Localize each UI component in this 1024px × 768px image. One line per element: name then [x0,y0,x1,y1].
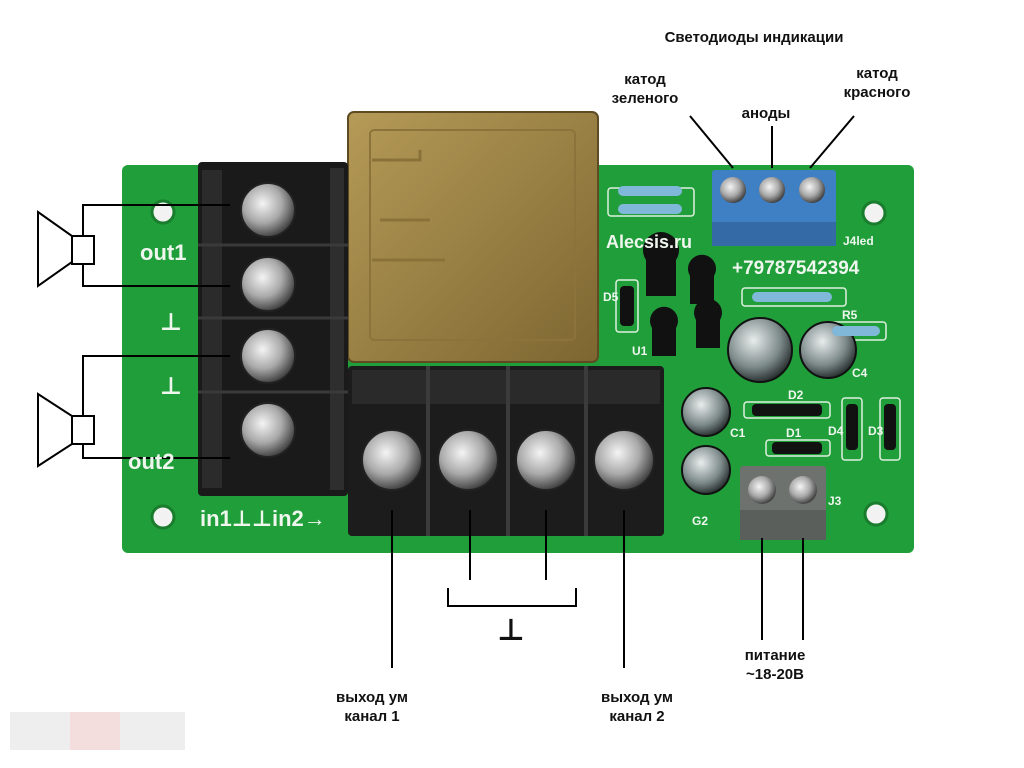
label-out2: out2 [128,449,175,474]
brand-label: Alecsis.ru [606,232,693,252]
blurred-watermark [10,712,185,750]
speaker-out1-icon [37,210,95,288]
power-screw-2[interactable] [789,476,817,504]
label-ground-1: ⊥ [160,309,182,336]
label-d2: D2 [788,388,804,402]
caption-leds-title: Светодиоды индикации [664,29,844,46]
connector-label-j4led: J4led [843,234,874,248]
terminal-screw-out1-b[interactable] [240,256,296,312]
caption-cathode-green-line2: зеленого [611,90,679,107]
terminal-screw-in1[interactable] [361,429,423,491]
label-d3: D3 [868,424,884,438]
caption-ground-symbol: ⊥ [497,614,525,647]
label-inputs: in1⊥⊥in2→ [200,506,326,531]
mounting-hole [150,504,176,530]
terminal-screw-out2-a[interactable] [240,328,296,384]
caption-amp-out-ch1-line1: выход ум [336,689,408,706]
mounting-hole [863,501,889,527]
caption-power-line1: питание [744,647,806,664]
led-terminal-block [712,170,836,246]
caption-amp-out-ch2: выход ум канал 2 [587,688,687,726]
label-r5: R5 [842,308,858,322]
caption-cathode-red: катод красного [832,64,922,102]
label-g2: G2 [692,514,709,528]
caption-amp-out-ch2-line2: канал 2 [609,708,665,725]
terminal-screw-gnd-a[interactable] [437,429,499,491]
led-screw-anodes[interactable] [759,177,785,203]
caption-power-line2: ~18-20В [746,666,804,683]
transistors [643,232,722,356]
electrolytic-capacitors [681,317,857,495]
led-screw-red-cathode[interactable] [799,177,825,203]
label-j3: J3 [828,494,842,508]
power-screw-1[interactable] [748,476,776,504]
mounting-hole [150,199,176,225]
label-out1: out1 [140,240,187,265]
diodes [620,286,896,454]
label-c4: C4 [852,366,868,380]
terminal-screw-out2-b[interactable] [240,402,296,458]
phone-label: +79787542394 [732,258,860,279]
mounting-hole [861,200,887,226]
caption-cathode-red-line2: красного [843,84,911,101]
relay [347,111,599,363]
terminal-screw-out1-a[interactable] [240,182,296,238]
output-terminal-block [198,162,348,496]
terminal-screw-gnd-b[interactable] [515,429,577,491]
resistors [618,186,880,336]
label-d1: D1 [786,426,802,440]
caption-amp-out-ch1: выход ум канал 1 [322,688,422,726]
input-terminal-block [348,366,664,536]
caption-anodes: аноды [741,105,791,122]
label-d5: D5 [603,290,619,304]
caption-cathode-green: катод зеленого [605,70,685,108]
callout-lines [391,115,855,668]
led-screw-green-cathode[interactable] [720,177,746,203]
caption-power: питание ~18-20В [730,646,820,684]
speaker-out2-icon [37,392,95,468]
caption-cathode-red-line1: катод [856,65,898,82]
label-d4: D4 [828,424,844,438]
speaker-wires [82,204,230,459]
caption-cathode-green-line1: катод [624,71,666,88]
caption-amp-out-ch2-line1: выход ум [601,689,673,706]
power-terminal-block [740,466,826,540]
terminal-screw-in2[interactable] [593,429,655,491]
label-ground-2: ⊥ [160,373,182,400]
label-c1: C1 [730,426,746,440]
caption-amp-out-ch1-line2: канал 1 [344,708,400,725]
label-u1: U1 [632,344,648,358]
